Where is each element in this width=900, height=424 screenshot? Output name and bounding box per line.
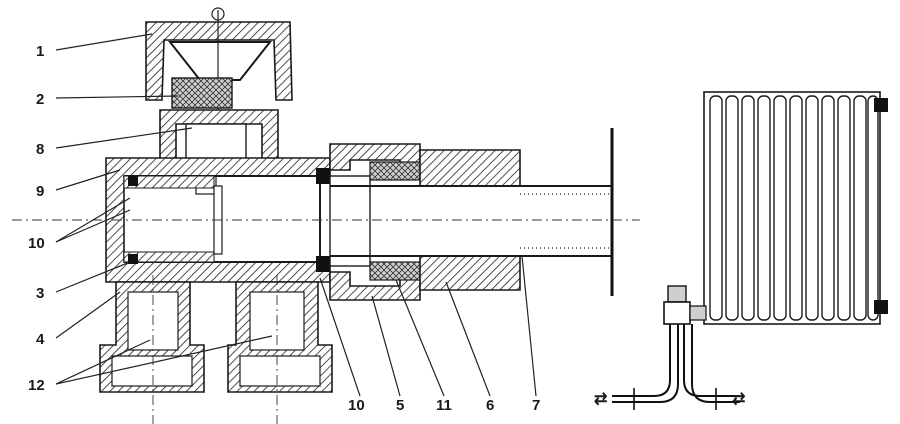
callout-10-left: 10 [28,235,45,252]
callout-6: 6 [486,397,494,414]
callout-8: 8 [36,141,44,158]
leader-lines [55,33,537,397]
callout-3: 3 [36,285,44,302]
callout-12: 12 [28,377,45,394]
flow-arrow-right: ⇄ [732,391,745,408]
callout-7: 7 [532,397,540,414]
callouts-left: 1 2 8 9 10 3 4 12 [28,43,45,394]
union-assembly [316,143,521,301]
callout-1: 1 [36,43,44,60]
lower-ports [99,275,333,424]
mini-valve-assembly [612,285,740,410]
callout-9: 9 [36,183,44,200]
radiator [703,91,888,325]
pipe [330,128,614,296]
callout-2: 2 [36,91,44,108]
callouts-bottom: 10 5 11 6 7 [348,397,540,414]
callout-11: 11 [436,397,452,414]
flow-arrow-left: ⇄ [594,391,607,408]
callout-10-bottom: 10 [348,397,365,414]
callout-4: 4 [36,331,45,348]
callout-5: 5 [396,397,404,414]
